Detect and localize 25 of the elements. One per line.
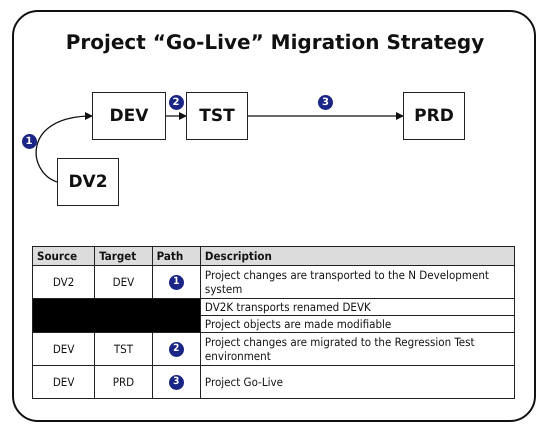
table-cell: DV2K transports renamed DEVK xyxy=(200,298,514,316)
table-cell: Project changes are transported to the N Development system xyxy=(200,266,514,298)
table-cell: Project Go-Live xyxy=(200,366,514,398)
table-cell: PRD xyxy=(94,366,152,398)
table-cell: DEV xyxy=(32,332,95,366)
node-label: TST xyxy=(199,106,235,126)
column-header: Description xyxy=(200,246,514,266)
process-box xyxy=(92,92,166,140)
table-cell: TST xyxy=(94,332,152,366)
table-cell: Project objects are made modifiable xyxy=(200,316,514,332)
arrow xyxy=(166,112,187,120)
process-box xyxy=(186,92,248,140)
column-header: Path xyxy=(152,246,200,266)
column-header: Target xyxy=(94,246,152,266)
arrow xyxy=(36,112,93,183)
title: Project “Go-Live” Migration Strategy xyxy=(64,30,486,54)
node-label: PRD xyxy=(414,106,454,126)
table-cell: Project changes are migrated to the Regression Test environment xyxy=(200,332,514,366)
node-label: DEV xyxy=(110,106,148,126)
node-label: DV2 xyxy=(68,172,108,192)
process-box xyxy=(57,158,119,206)
table-cell: DEV xyxy=(32,366,95,398)
arrow xyxy=(248,112,404,120)
process-box xyxy=(403,92,465,140)
column-header: Source xyxy=(32,246,95,266)
